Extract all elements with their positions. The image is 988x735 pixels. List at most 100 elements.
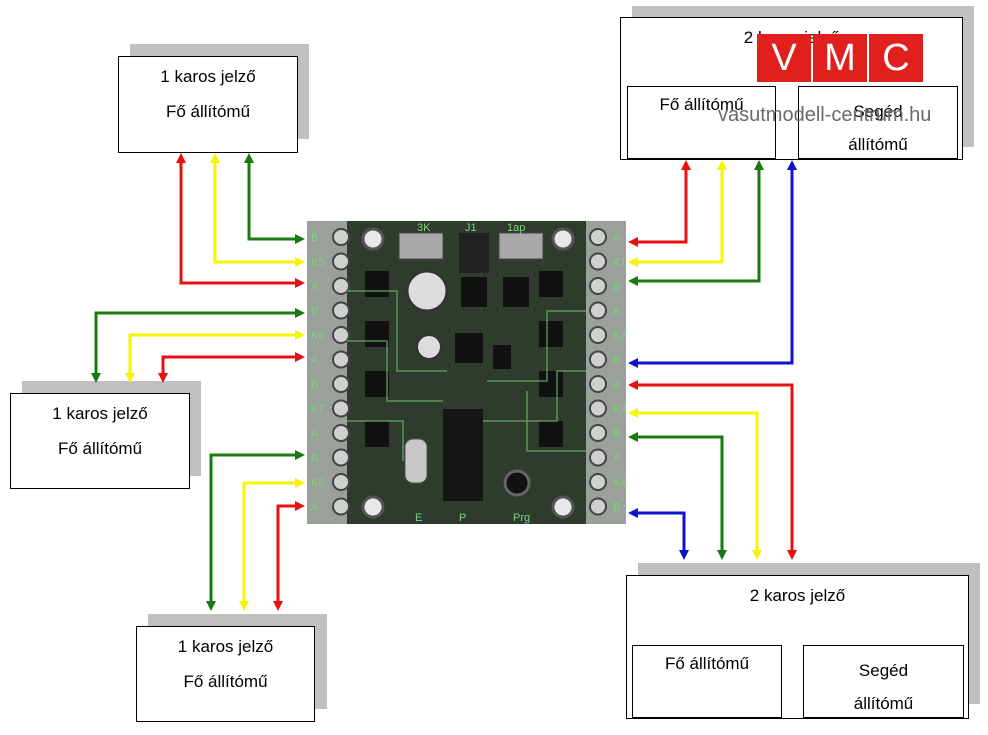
signal-title: 1 karos jelző [160, 67, 256, 86]
wire-red [158, 352, 305, 383]
wire-red [273, 501, 305, 611]
terminal-screw [589, 350, 607, 369]
terminal-label: B [613, 502, 620, 514]
main-actuator-label: Fő állítómű [57, 439, 143, 458]
aux-actuator-box: Segéd állítómű [798, 86, 958, 159]
wire-red [628, 380, 797, 560]
terminal-label: K4 [613, 477, 626, 489]
wire-red [628, 160, 691, 247]
signal-title: 2 karos jelző [749, 586, 846, 605]
optocoupler-chip [539, 271, 563, 297]
terminal-screw [332, 424, 350, 442]
wire-yellow [628, 408, 762, 560]
signal-box-5: 2 karos jelző Fő állítómű Segéd állítómű [626, 575, 969, 719]
signal-box-2: 1 karos jelző Fő állítómű [10, 393, 190, 489]
terminal-label: B [311, 453, 318, 465]
terminal-label: A [613, 379, 621, 391]
signal-title: 1 karos jelző [177, 637, 274, 656]
main-actuator-label: Fő állítómű [165, 102, 251, 121]
optocoupler-chip [539, 321, 563, 347]
main-actuator-box: Fő állítómű [627, 86, 776, 159]
terminal-screw [589, 424, 607, 442]
terminal-screw [332, 473, 350, 491]
terminal-label: A [613, 232, 621, 244]
wire-green [244, 153, 305, 244]
optocoupler-chip [365, 271, 389, 297]
terminal-screw [332, 277, 350, 295]
terminal-label: K8 [311, 477, 324, 489]
terminal-label: B [613, 355, 620, 367]
terminal-label: K2 [613, 330, 626, 342]
aux-actuator-label: Segéd állítómű [853, 661, 914, 713]
main-actuator-label: Fő állítómű [183, 672, 268, 691]
terminal-label: A [613, 453, 621, 465]
terminal-label: A [311, 502, 319, 514]
terminal-label: A [311, 428, 319, 440]
logo-letter: V [757, 34, 811, 82]
aux-actuator-box: Segéd állítómű [803, 645, 964, 718]
board-label: E [415, 512, 422, 524]
terminal-screw [332, 375, 350, 393]
terminal-label: B [311, 306, 318, 318]
optocoupler-chip [539, 371, 563, 397]
optocoupler-chip [365, 371, 389, 397]
terminal-screw [589, 228, 607, 246]
terminal-screw [589, 277, 607, 295]
wire-red [176, 153, 305, 288]
wire-blue [628, 160, 797, 368]
terminal-label: A [311, 281, 319, 293]
vmc-logo: V M C [757, 34, 923, 82]
board-label: J1 [465, 222, 477, 234]
logo-letter: M [813, 34, 867, 82]
main-actuator-label: Fő állítómű [659, 95, 744, 114]
terminal-label: K6 [311, 330, 324, 342]
optocoupler-chip [365, 421, 389, 447]
terminal-screw [589, 399, 607, 418]
board-label: Prg [513, 512, 530, 524]
wire-yellow [125, 330, 305, 383]
terminal-screw [589, 301, 607, 320]
terminal-screw [332, 326, 350, 344]
terminal-label: A [613, 306, 621, 318]
terminal-screw [332, 301, 350, 320]
terminal-screw [332, 350, 350, 369]
terminal-screw [332, 399, 350, 418]
terminal-screw [589, 473, 607, 491]
wire-green [91, 308, 305, 383]
terminal-screw [589, 497, 607, 516]
terminal-screw [332, 252, 350, 271]
terminal-label: B [613, 428, 620, 440]
terminal-screw [589, 448, 607, 467]
wire-yellow [210, 153, 305, 267]
terminal-label: A [311, 355, 319, 367]
optocoupler-chip [365, 321, 389, 347]
wire-blue [628, 508, 689, 560]
terminal-screw [589, 252, 607, 271]
logo-letter: C [869, 34, 923, 82]
logo-url: vasutmodell-centrum.hu [718, 104, 932, 126]
terminal-label: B [311, 232, 318, 244]
wire-green [206, 450, 305, 611]
aux-actuator-label: Segéd állítómű [848, 102, 908, 154]
terminal-screw [589, 326, 607, 344]
terminal-screw [332, 497, 350, 516]
terminal-screw [332, 448, 350, 467]
wire-green [628, 160, 764, 286]
board-label: 1ap [507, 222, 525, 234]
signal-box-3: 1 karos jelző Fő állítómű [136, 626, 315, 722]
terminal-label: K1 [613, 257, 626, 269]
board-label: 3K [417, 222, 431, 234]
signal-title: 1 karos jelző [52, 404, 148, 423]
main-actuator-label: Fő állítómű [664, 654, 750, 673]
board-label: P [459, 512, 466, 524]
signal-box-1: 1 karos jelző Fő állítómű [118, 56, 298, 153]
main-actuator-box: Fő állítómű [632, 645, 782, 718]
terminal-screw [332, 228, 350, 246]
terminal-screw [589, 375, 607, 393]
terminal-label: K3 [613, 404, 626, 416]
wire-green [628, 432, 727, 560]
terminal-label: B [311, 379, 318, 391]
